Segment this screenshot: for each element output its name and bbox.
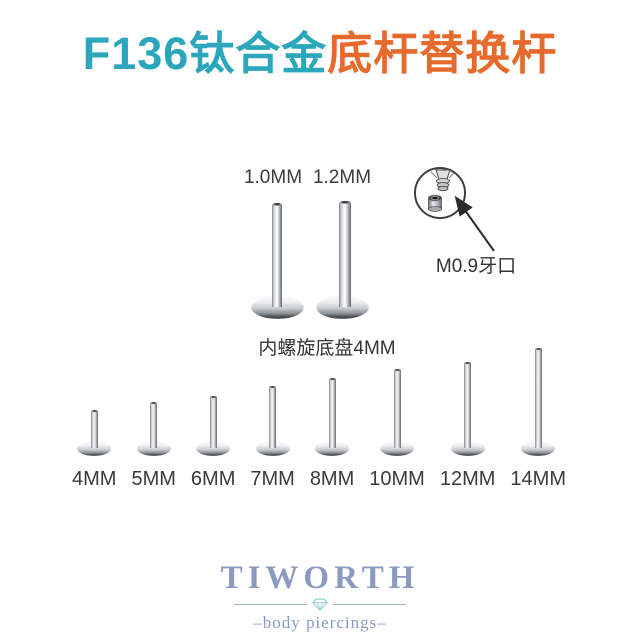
size-figure-7mm: 7MM (250, 337, 295, 491)
diameter-label-1-0mm: 1.0MM (243, 167, 303, 188)
post-disc (315, 441, 350, 456)
title-material: F136钛合金 (82, 28, 328, 79)
post-disc (196, 441, 231, 456)
labret-photo (450, 337, 485, 456)
post-disc (255, 441, 290, 456)
post-rod (464, 362, 472, 448)
post-rod (534, 348, 542, 448)
size-label: 14MM (510, 468, 566, 490)
size-figure-14mm: 14MM (510, 337, 566, 491)
post-rod (269, 386, 277, 448)
page-title: F136钛合金底杆替换杆 (0, 26, 640, 82)
labret-photo (380, 337, 415, 456)
size-label: 8MM (309, 468, 355, 490)
post-disc (450, 441, 485, 456)
labret-post-1-2mm (339, 201, 351, 307)
post-rod (90, 410, 98, 448)
labret-photo (255, 337, 290, 456)
size-figure-5mm: 5MM (131, 337, 176, 491)
diamond-icon (312, 598, 328, 611)
post-disc (380, 441, 415, 456)
post-rod (150, 402, 158, 448)
labret-photo (521, 337, 556, 456)
logo-divider (234, 598, 406, 611)
brand-name: TIWORTH (220, 560, 420, 596)
post-rod (393, 369, 401, 448)
divider-line (234, 604, 307, 605)
size-label: 7MM (250, 468, 295, 490)
post-disc (77, 441, 112, 456)
size-label: 12MM (439, 468, 496, 490)
labret-photo (196, 337, 231, 456)
labret-post-1-0mm (272, 203, 282, 307)
thread-detail-icon (428, 169, 456, 212)
labret-photo (77, 337, 112, 456)
size-figure-6mm: 6MM (191, 337, 235, 491)
size-label: 6MM (190, 468, 236, 490)
brand-logo: TIWORTH –body piercings– (0, 560, 640, 633)
size-figure-8mm: 8MM (310, 337, 354, 491)
size-figure-4mm: 4MM (72, 337, 116, 491)
size-label: 5MM (131, 468, 176, 490)
post-disc (136, 441, 171, 456)
disc-caption: 内螺旋底盘4MM (258, 338, 396, 359)
diameter-label-1-2mm: 1.2MM (312, 167, 372, 188)
size-row: 4MM 5MM 6MM 7MM 8MM 10MM 12MM 14MM (72, 337, 566, 491)
post-disc (521, 441, 556, 456)
post-rod (209, 396, 217, 448)
brand-tagline: –body piercings– (253, 613, 387, 632)
thread-spec-label: M0.9牙口 (435, 256, 517, 277)
size-label: 4MM (72, 468, 117, 490)
labret-photo (315, 337, 350, 456)
post-rod (328, 378, 336, 448)
magnifier-circle (414, 167, 466, 219)
size-figure-12mm: 12MM (439, 337, 496, 491)
title-product: 底杆替换杆 (327, 28, 558, 79)
labret-photo (136, 337, 171, 456)
size-figure-10mm: 10MM (369, 337, 425, 491)
size-label: 10MM (369, 468, 425, 490)
divider-line (333, 604, 406, 605)
